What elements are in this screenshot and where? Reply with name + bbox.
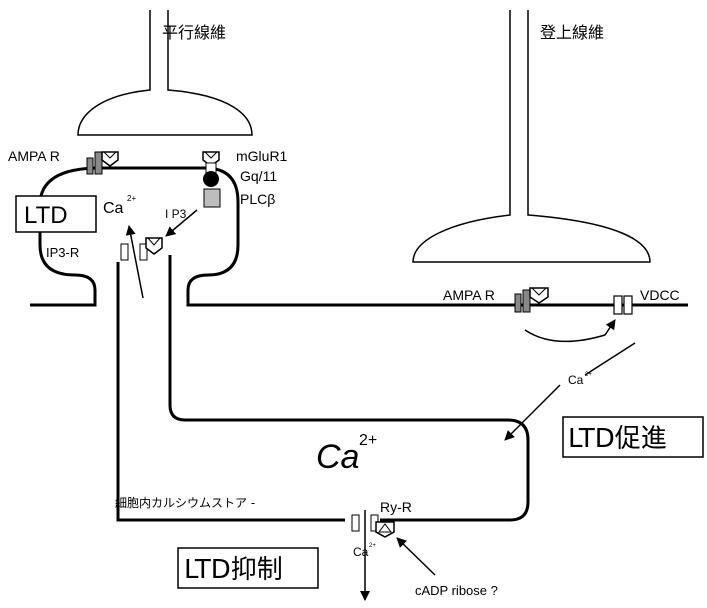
ca-release-spine-arrow: [129, 226, 143, 298]
ampa-r-right-label: AMPA R: [443, 287, 495, 303]
ca-release-label: Ca: [353, 545, 369, 559]
ca-main-label: Ca: [316, 438, 359, 476]
ca-influx-label: Ca: [568, 373, 584, 387]
gq11-label: Gq/11: [240, 168, 277, 184]
ampa-receptor-right: [515, 288, 548, 312]
ampa-r-left-label: AMPA R: [8, 148, 60, 164]
ca-spine-sup: 2+: [127, 194, 136, 203]
plc-enzyme: [204, 189, 220, 207]
ampa-receptor-left: [87, 152, 118, 174]
vdcc-label: VDCC: [640, 287, 680, 303]
ltd-promote-label: LTD促進: [568, 424, 667, 454]
ltd-box-label: LTD: [24, 202, 68, 229]
ip3-label: I P3: [165, 207, 187, 221]
ryanodine-receptor: [352, 515, 394, 537]
ca-spine-label: Ca: [103, 200, 124, 217]
gq11-protein: [203, 171, 219, 187]
cadp-ribose-arrow: [397, 538, 435, 575]
ca-main-sup: 2+: [359, 432, 377, 449]
ltd-inhibit-label: LTD抑制: [184, 555, 283, 585]
cadp-ribose-label: cADP ribose ?: [415, 583, 498, 598]
plc-label: PLCβ: [240, 191, 275, 207]
ca-influx-line: [585, 343, 635, 375]
store-label: 細胞内カルシウムストア -: [115, 496, 255, 510]
ip3-r-label: IP3-R: [46, 245, 79, 260]
ip3-receptor: [121, 238, 162, 260]
mglur1-label: mGluR1: [236, 148, 288, 164]
ca-influx-sup: 2+: [585, 372, 592, 378]
ry-r-label: Ry-R: [380, 499, 412, 515]
parallel-fiber-label: 平行線維: [162, 23, 226, 42]
depolarization-arrow: [525, 320, 615, 341]
climbing-fiber-label: 登上線維: [540, 23, 604, 42]
climbing-fiber-terminal: [413, 10, 650, 262]
ca-influx-arrow: [505, 385, 560, 440]
ca-release-sup: 2+: [369, 543, 376, 549]
